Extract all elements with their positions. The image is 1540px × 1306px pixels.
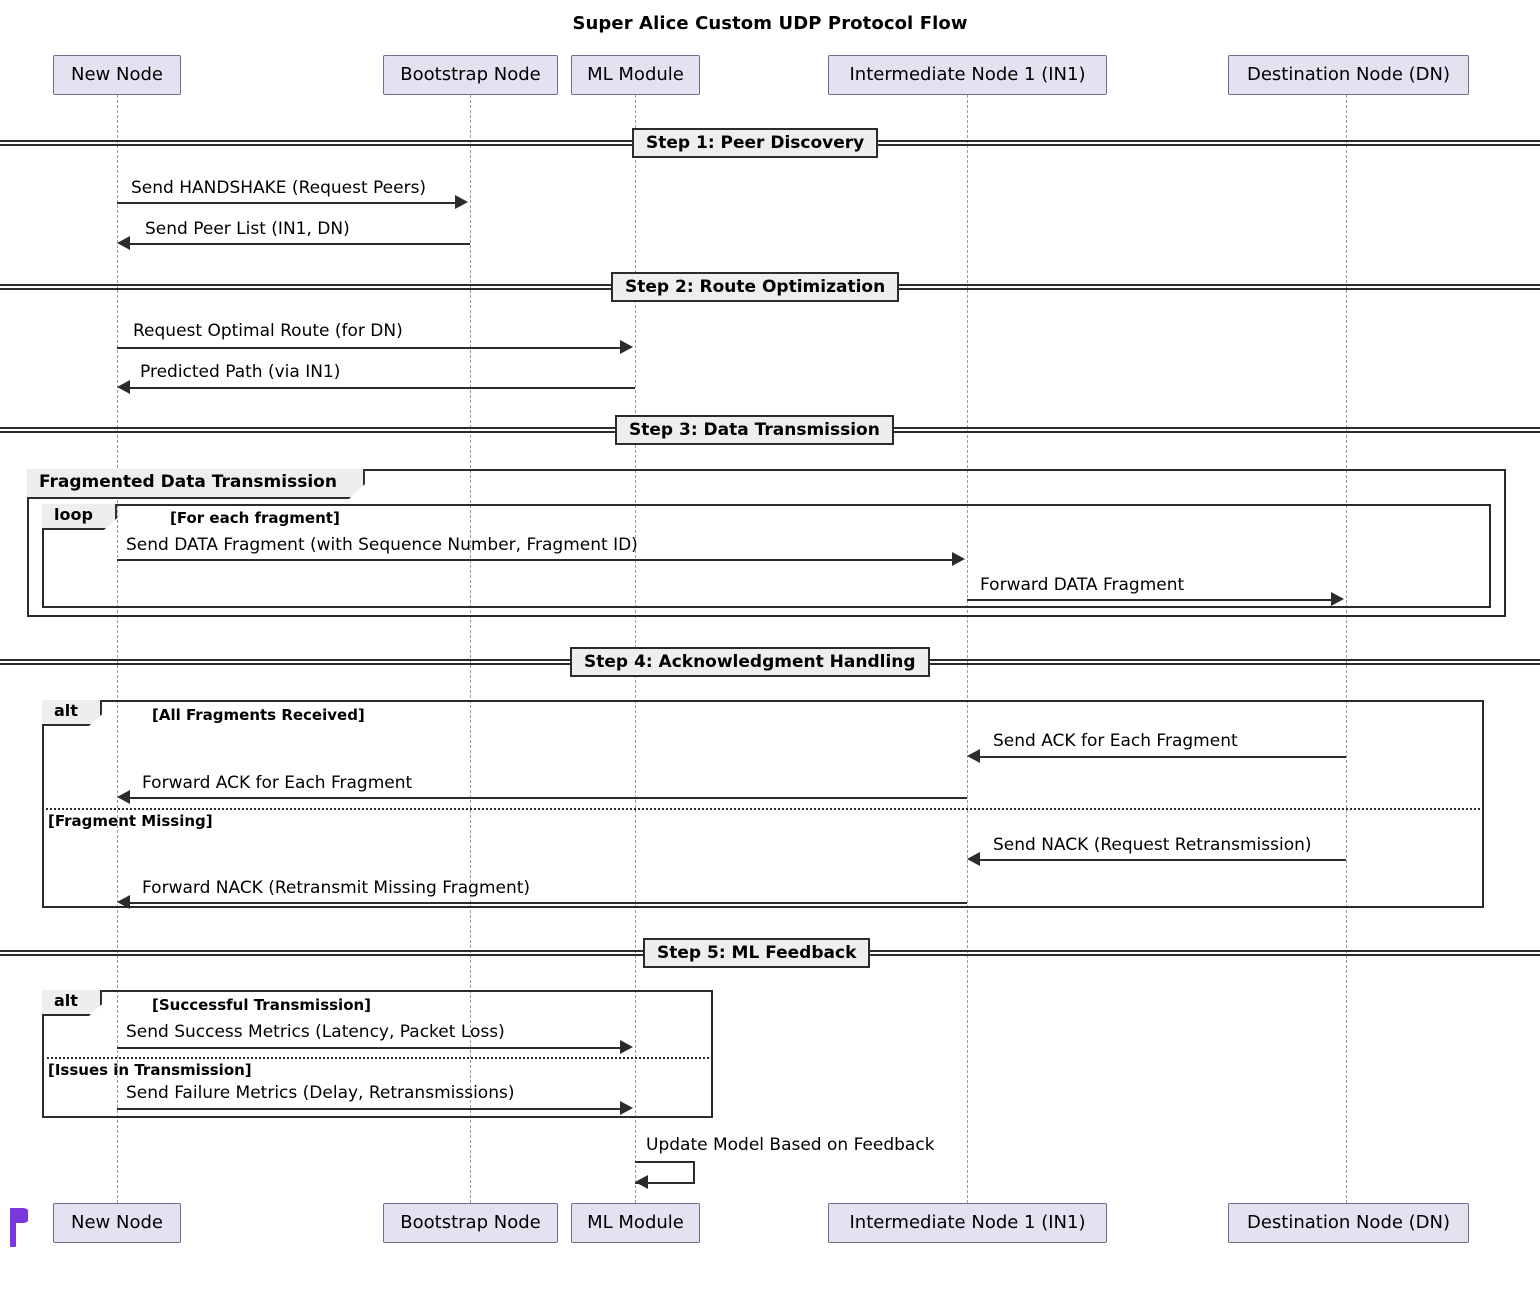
divider-label: Step 1: Peer Discovery	[646, 133, 865, 153]
alt-label: alt	[54, 991, 78, 1010]
alt-feedback-condition: [Successful Transmission]	[152, 996, 372, 1014]
group-fragmented-data-transmission	[27, 469, 1506, 617]
message-label-m1: Send HANDSHAKE (Request Peers)	[131, 178, 427, 198]
alt-feedback-separator	[42, 1057, 713, 1059]
participant-label: Bootstrap Node	[400, 64, 541, 85]
divider-step-2: Step 2: Route Optimization	[611, 272, 900, 302]
group-title-fragmented: Fragmented Data Transmission	[27, 469, 365, 499]
participant-new-node-top[interactable]: New Node	[53, 55, 181, 95]
participant-label: New Node	[71, 1212, 163, 1233]
arrow-head-m6	[1331, 592, 1344, 606]
message-line-m10	[130, 902, 967, 904]
lifeline-in1	[967, 95, 968, 1203]
lifeline-bootstrap	[470, 95, 471, 1203]
arrow-head-m8	[117, 790, 130, 804]
divider-label: Step 4: Acknowledgment Handling	[584, 652, 916, 672]
divider-step-5: Step 5: ML Feedback	[643, 938, 871, 968]
message-line-m1	[117, 202, 455, 204]
arrow-head-m3	[620, 340, 633, 354]
message-label-m4: Predicted Path (via IN1)	[140, 362, 341, 382]
message-label-m13: Update Model Based on Feedback	[646, 1135, 935, 1155]
message-line-m2	[130, 243, 470, 245]
divider-step-3: Step 3: Data Transmission	[615, 415, 894, 445]
message-line-m8	[130, 797, 967, 799]
message-line-m4	[130, 387, 635, 389]
participant-label: Destination Node (DN)	[1246, 1212, 1451, 1233]
participant-label: Destination Node (DN)	[1246, 64, 1451, 85]
alt-ack-separator	[42, 808, 1484, 810]
participant-in1-top[interactable]: Intermediate Node 1 (IN1)	[828, 55, 1107, 95]
participant-label: Intermediate Node 1 (IN1)	[849, 64, 1086, 85]
participant-ml-module-top[interactable]: ML Module	[571, 55, 700, 95]
participant-dn-bottom[interactable]: Destination Node (DN)	[1228, 1203, 1469, 1243]
message-label-m10: Forward NACK (Retransmit Missing Fragmen…	[142, 878, 531, 898]
divider-step-4: Step 4: Acknowledgment Handling	[570, 647, 930, 677]
participant-label: ML Module	[587, 64, 684, 85]
mouse-cursor	[10, 1208, 28, 1247]
participant-new-node-bottom[interactable]: New Node	[53, 1203, 181, 1243]
message-label-m9: Send NACK (Request Retransmission)	[993, 835, 1312, 855]
alt-ack-condition: [All Fragments Received]	[152, 706, 365, 724]
alt-feedback-else-condition: [Issues in Transmission]	[48, 1061, 252, 1079]
message-label-m3: Request Optimal Route (for DN)	[133, 321, 403, 341]
page-title: Super Alice Custom UDP Protocol Flow	[572, 13, 968, 34]
arrow-head-m13	[635, 1175, 648, 1189]
message-label-m2: Send Peer List (IN1, DN)	[145, 219, 350, 239]
alt-ack-label-box: alt	[42, 700, 102, 726]
participant-label: Bootstrap Node	[400, 1212, 541, 1233]
alt-ml-feedback	[42, 990, 713, 1118]
message-label-m5: Send DATA Fragment (with Sequence Number…	[126, 535, 638, 555]
divider-step-1: Step 1: Peer Discovery	[632, 128, 879, 158]
lifeline-new-node	[117, 95, 118, 1203]
alt-label: alt	[54, 701, 78, 720]
participant-in1-bottom[interactable]: Intermediate Node 1 (IN1)	[828, 1203, 1107, 1243]
message-line-m5	[117, 559, 952, 561]
message-line-m3	[117, 347, 620, 349]
arrow-head-m5	[952, 552, 965, 566]
arrow-head-m2	[117, 236, 130, 250]
message-line-m11	[117, 1047, 620, 1049]
loop-condition: [For each fragment]	[170, 509, 340, 527]
lifeline-dn	[1346, 95, 1347, 1203]
loop-label-box: loop	[42, 504, 117, 530]
participant-dn-top[interactable]: Destination Node (DN)	[1228, 55, 1469, 95]
message-line-m6	[967, 599, 1331, 601]
divider-label: Step 3: Data Transmission	[629, 420, 880, 440]
message-label-m6: Forward DATA Fragment	[980, 575, 1185, 595]
message-line-m7	[980, 756, 1346, 758]
arrow-head-m12	[620, 1101, 633, 1115]
alt-feedback-label-box: alt	[42, 990, 102, 1016]
divider-label: Step 2: Route Optimization	[625, 277, 886, 297]
participant-ml-module-bottom[interactable]: ML Module	[571, 1203, 700, 1243]
message-label-m12: Send Failure Metrics (Delay, Retransmiss…	[126, 1083, 515, 1103]
arrow-head-m7	[967, 749, 980, 763]
group-title-label: Fragmented Data Transmission	[39, 472, 337, 492]
alt-ack-else-condition: [Fragment Missing]	[48, 812, 213, 830]
message-label-m8: Forward ACK for Each Fragment	[142, 773, 413, 793]
participant-label: New Node	[71, 64, 163, 85]
alt-acknowledgment-handling	[42, 700, 1484, 908]
participant-label: Intermediate Node 1 (IN1)	[849, 1212, 1086, 1233]
message-line-m9	[980, 859, 1346, 861]
participant-bootstrap-top[interactable]: Bootstrap Node	[383, 55, 558, 95]
arrow-head-m4	[117, 380, 130, 394]
loop-label: loop	[54, 505, 93, 524]
self-message-loop-m13	[635, 1161, 695, 1184]
arrow-head-m1	[455, 195, 468, 209]
arrow-head-m10	[117, 895, 130, 909]
participant-label: ML Module	[587, 1212, 684, 1233]
message-label-m7: Send ACK for Each Fragment	[993, 731, 1238, 751]
arrow-head-m9	[967, 852, 980, 866]
divider-label: Step 5: ML Feedback	[657, 943, 857, 963]
arrow-head-m11	[620, 1040, 633, 1054]
loop-for-each-fragment	[42, 504, 1491, 608]
participant-bootstrap-bottom[interactable]: Bootstrap Node	[383, 1203, 558, 1243]
message-line-m12	[117, 1108, 620, 1110]
message-label-m11: Send Success Metrics (Latency, Packet Lo…	[126, 1022, 505, 1042]
